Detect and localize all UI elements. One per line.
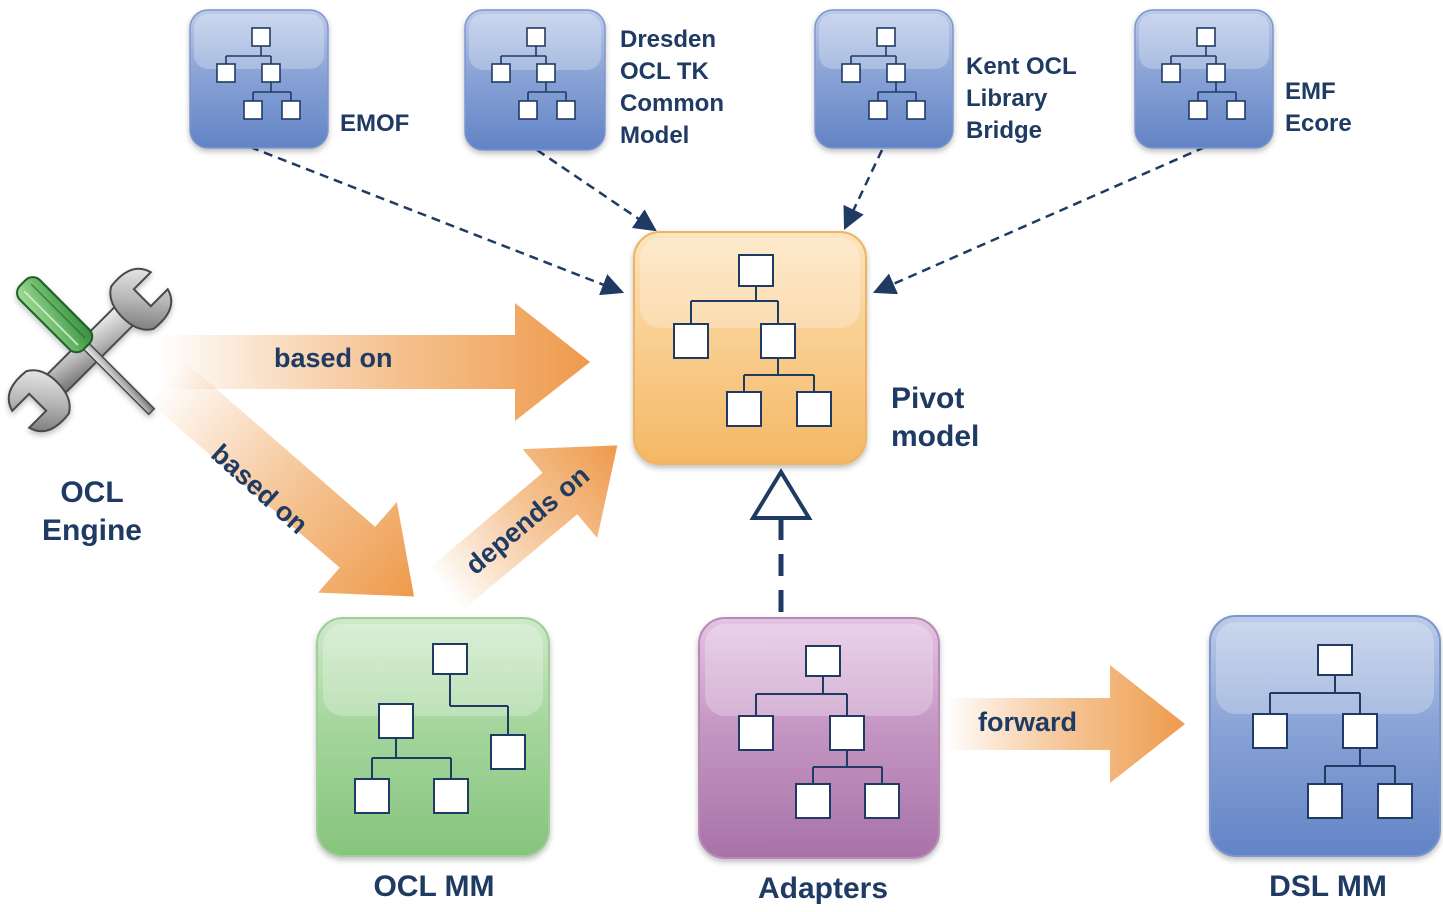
wrench-screwdriver-icon: [7, 267, 173, 433]
dashed-arrow-dresden: [536, 148, 657, 232]
node-adapters-label: Adapters: [757, 872, 889, 905]
node-kent-label: Kent OCL Library Bridge: [966, 51, 1077, 147]
node-ocl-engine-label: OCL Engine: [22, 474, 162, 550]
label-line: Pivot: [891, 382, 965, 415]
label-line: OCL: [60, 476, 124, 509]
tree-icon: [216, 27, 301, 120]
tree-icon: [1161, 27, 1246, 120]
label-line: EMF: [1285, 78, 1336, 105]
label-line: Ecore: [1285, 110, 1352, 137]
label-line: model: [891, 420, 980, 453]
node-emf-label: EMF Ecore: [1285, 76, 1352, 140]
label-line: Dresden: [620, 26, 717, 53]
realization-arrow: [749, 468, 813, 612]
edge-label-adapters-dsl: forward: [978, 707, 1078, 737]
label-line: Common: [620, 90, 724, 117]
edge-label-engine-pivot: based on: [274, 343, 393, 373]
arrow-oclmm-to-pivot: [427, 445, 618, 611]
tree-icon: [673, 254, 832, 427]
dashed-arrow-emf: [872, 145, 1206, 295]
label-line: Model: [620, 122, 690, 149]
node-emof-label: EMOF: [340, 110, 410, 137]
arrow-engine-to-pivot: [160, 303, 590, 421]
tree-icon: [491, 27, 576, 120]
arrow-adapters-to-dsl: [945, 665, 1185, 783]
dashed-arrow-kent: [843, 149, 884, 231]
tree-icon: [738, 645, 900, 819]
label-line: Bridge: [966, 117, 1043, 144]
tree-icon: [1252, 644, 1413, 819]
label-line: Library: [966, 85, 1048, 112]
tree-icon: [354, 643, 526, 814]
node-pivot-label: Pivot model: [891, 380, 979, 456]
node-oclmm-label: OCL MM: [373, 870, 495, 903]
label-line: Kent OCL: [966, 53, 1077, 80]
arrow-engine-to-oclmm: [147, 359, 415, 597]
node-dresden-label: Dresden OCL TK Common Model: [620, 24, 724, 152]
label-line: OCL TK: [620, 58, 709, 85]
tree-icon: [841, 27, 926, 120]
label-line: Engine: [41, 514, 142, 547]
node-dslmm-label: DSL MM: [1269, 870, 1387, 903]
dashed-arrow-emof: [249, 145, 625, 296]
